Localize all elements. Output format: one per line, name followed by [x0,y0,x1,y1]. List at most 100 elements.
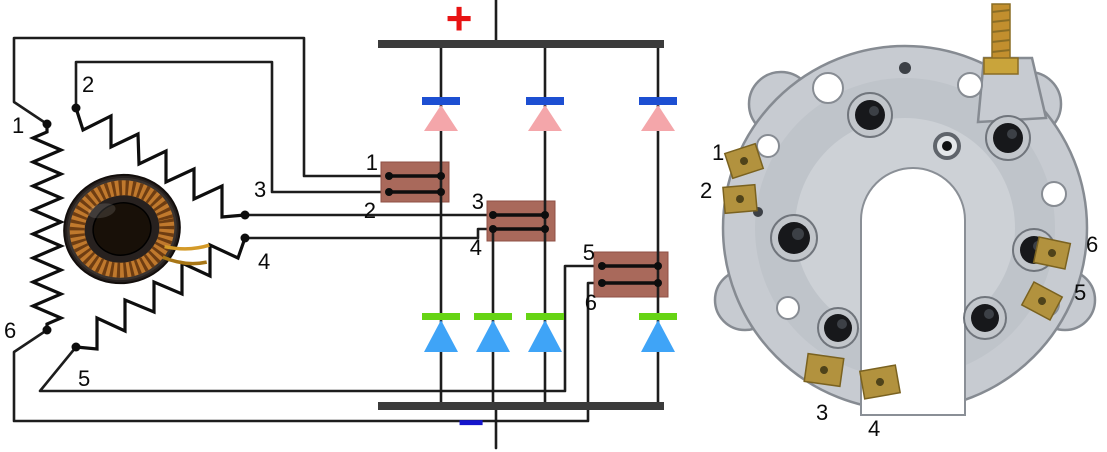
photo-stud-thread-ridge [991,39,1011,43]
positive-diode-triangle [641,105,675,131]
negative-diode-triangle [476,320,510,352]
junction-dot [437,188,445,196]
negative-diode-3 [526,313,564,352]
lead-wire-1 [12,36,391,178]
negative-diode-triangle [528,320,562,352]
lead-wire-6 [12,281,604,423]
photo-bearing-ring [933,132,961,160]
junction-dot [437,172,445,180]
terminal-dot-5 [71,342,81,352]
stator-core-highlight [88,203,116,219]
stator-core-shell-rim [67,177,177,281]
photo-mounting-hole [957,72,983,98]
negative-diode-cathode-bar [474,313,512,320]
block-terminal-label-4: 4 [470,235,482,260]
lead-wire-2 [74,60,391,194]
junction-dot [654,262,662,270]
positive-diode-3 [639,97,677,131]
stator-terminal-label-6: 6 [4,318,16,343]
stator-terminal-label-1: 1 [12,113,24,138]
negative-diode-cathode-bar [526,313,564,320]
photo-diode [985,115,1031,161]
junction-dot [489,225,497,233]
photo-mounting-hole [812,72,844,104]
terminal-block-3 [593,251,669,298]
positive-diode-1 [422,97,460,131]
negative-terminal-sign: − [458,396,485,448]
terminal-block-1 [380,161,450,203]
negative-diode-2 [474,313,512,352]
lead-wire-5 [38,264,604,393]
photo-stud-thread-ridge [991,19,1011,23]
photo-terminal-label-5: 5 [1074,280,1086,305]
stator-coil-top [74,106,247,219]
photo-terminal-label-2: 2 [700,178,712,203]
block-terminal-label-3: 3 [472,189,484,214]
lead-wire-4 [243,227,495,240]
photo-stud-nut [983,57,1019,75]
positive-diode-triangle [424,105,458,131]
stator-core-image [63,173,210,285]
photo-rivet [899,62,911,74]
junction-dot [489,211,497,219]
photo-stud-thread-ridge [991,29,1011,33]
positive-diode-cathode-bar [639,97,677,105]
stator-coil-bottom [74,236,247,351]
photo-diode [963,296,1007,340]
negative-diode-cathode-bar [639,313,677,320]
positive-terminal-sign: + [446,0,473,44]
photo-terminal-label-3: 3 [816,400,828,425]
photo-horseshoe-cutout [860,167,966,416]
negative-diode-cathode-bar [422,313,460,320]
stator-terminal-label-3: 3 [254,177,266,202]
terminal-dot-6 [42,325,52,335]
photo-terminal-tab-6 [1032,236,1072,270]
stator-terminal-dots [42,103,250,352]
photo-terminal-tab-1 [723,142,765,180]
terminal-block-2 [486,200,556,242]
stator-schematic: 1 2 3 4 6 5 [4,36,604,423]
photo-terminal-tab-4 [858,364,902,400]
negative-diode-4 [639,313,677,352]
photo-mounting-hole [756,134,780,158]
block-terminal-label-6: 6 [585,290,597,315]
minus-sign: − [458,396,485,448]
stator-terminal-label-2: 2 [82,72,94,97]
block-terminal-label-5: 5 [583,240,595,265]
junction-dot [541,211,549,219]
terminal-dot-3 [240,210,250,220]
photo-terminal-tab-3 [803,352,845,388]
positive-bus-bar [378,40,664,48]
photo-terminal-label-4: 4 [868,416,880,441]
stator-coil-left [28,122,66,332]
junction-dot [654,279,662,287]
block-terminal-label-1: 1 [366,150,378,175]
photo-stud-thread-ridge [991,9,1011,13]
stator-core-bore [92,202,152,256]
negative-bus-bar [378,402,664,410]
photo-mounting-hole [776,296,800,320]
positive-diode-cathode-bar [526,97,564,105]
positive-diode-cathode-bar [422,97,460,105]
plus-sign: + [446,0,473,44]
stator-terminal-label-4: 4 [258,249,270,274]
junction-dot [598,279,606,287]
junction-dot [385,188,393,196]
positive-diode-2 [526,97,564,131]
block-junction-dots [385,172,662,287]
positive-diode-triangle [528,105,562,131]
stator-terminal-label-5: 5 [78,366,90,391]
junction-dot [541,225,549,233]
photo-terminal-label-6: 6 [1086,232,1098,257]
photo-terminal-tab-2 [722,183,758,215]
block-terminal-label-2: 2 [364,198,376,223]
terminal-dot-1 [42,119,52,129]
rectifier-photo: 1 2 6 5 3 4 [700,3,1098,441]
photo-terminal-label-1: 1 [712,140,724,165]
stator-lead-wire-gold-1 [164,243,210,251]
photo-stud-thread-ridge [991,49,1011,53]
photo-diode [770,214,818,262]
negative-diode-1 [422,313,460,352]
junction-dot [385,172,393,180]
